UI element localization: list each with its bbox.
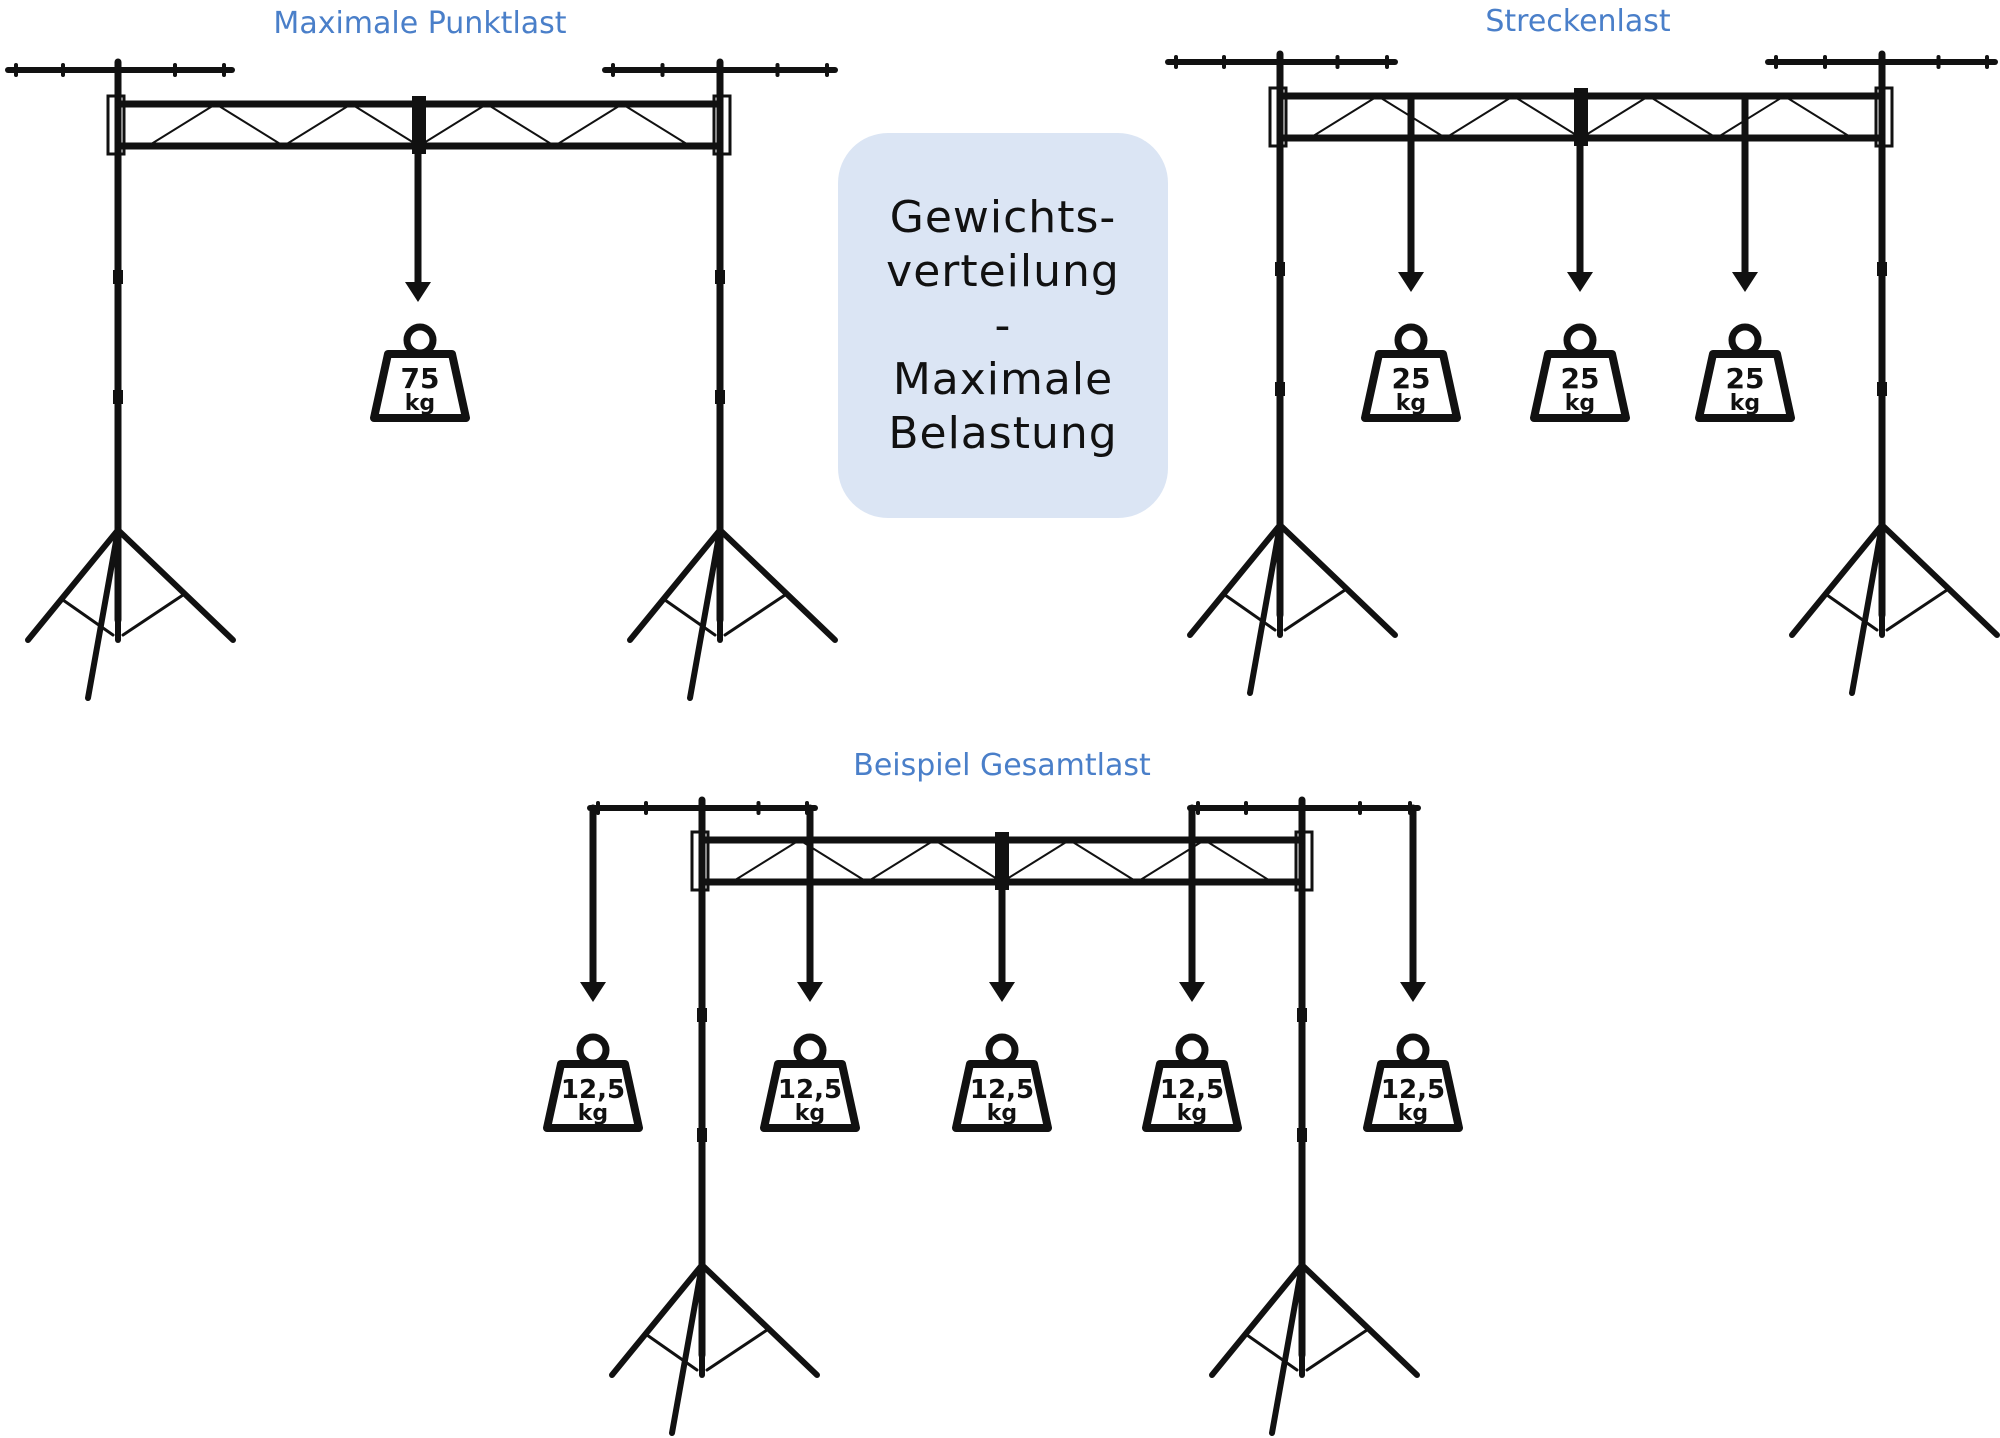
weight-value: 25: [1392, 362, 1431, 395]
center-line-3: -: [994, 299, 1012, 351]
panel-title-streckenlast: Streckenlast: [1485, 4, 1671, 39]
panel-title-gesamtlast: Beispiel Gesamtlast: [853, 748, 1151, 783]
weight-value: 12,5: [561, 1075, 625, 1105]
weight-icon: 12,5kg: [1363, 1033, 1463, 1132]
weight-unit: kg: [1177, 1101, 1207, 1126]
center-line-1: Gewichts-: [889, 191, 1117, 243]
weight-icon: 12,5kg: [952, 1033, 1052, 1132]
weight-unit: kg: [987, 1101, 1017, 1126]
weight-unit: kg: [1396, 391, 1426, 416]
center-line-5: Belastung: [888, 407, 1118, 459]
weight-unit: kg: [1398, 1101, 1428, 1126]
weight-value: 12,5: [778, 1075, 842, 1105]
center-info-box: Gewichts- verteilung - Maximale Belastun…: [838, 133, 1168, 518]
weight-icon: 12,5kg: [543, 1033, 643, 1132]
weight-icon: 12,5kg: [760, 1033, 860, 1132]
weight-value: 25: [1726, 362, 1765, 395]
weight-unit: kg: [578, 1101, 608, 1126]
weight-value: 12,5: [1160, 1075, 1224, 1105]
center-line-4: Maximale: [892, 353, 1114, 405]
weight-value: 75: [401, 362, 440, 395]
weight-unit: kg: [1730, 391, 1760, 416]
weight-value: 12,5: [970, 1075, 1034, 1105]
weight-unit: kg: [1565, 391, 1595, 416]
center-line-2: verteilung: [886, 245, 1120, 297]
weight-unit: kg: [405, 391, 435, 416]
weight-icon: 12,5kg: [1142, 1033, 1242, 1132]
weight-unit: kg: [795, 1101, 825, 1126]
weight-value: 25: [1561, 362, 1600, 395]
panel-title-punktlast: Maximale Punktlast: [273, 6, 567, 41]
weight-value: 12,5: [1381, 1075, 1445, 1105]
